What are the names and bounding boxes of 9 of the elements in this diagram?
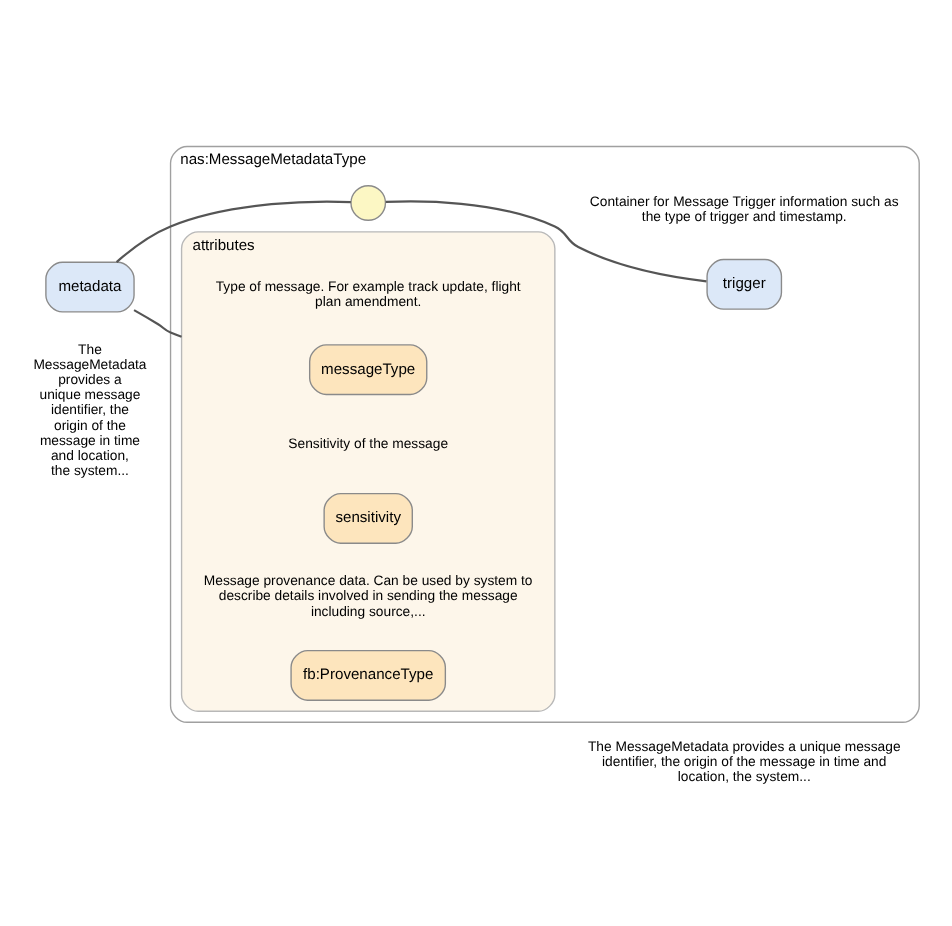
node-box: messageType bbox=[309, 344, 428, 396]
node-box: sensitivity bbox=[323, 492, 413, 544]
node-box: trigger bbox=[706, 258, 783, 310]
node-box: fb:ProvenanceType bbox=[290, 650, 447, 701]
connector bbox=[133, 309, 182, 338]
connector bbox=[115, 200, 351, 263]
node-circle bbox=[350, 185, 387, 221]
connector bbox=[385, 200, 707, 283]
node-box: metadata bbox=[45, 261, 135, 313]
